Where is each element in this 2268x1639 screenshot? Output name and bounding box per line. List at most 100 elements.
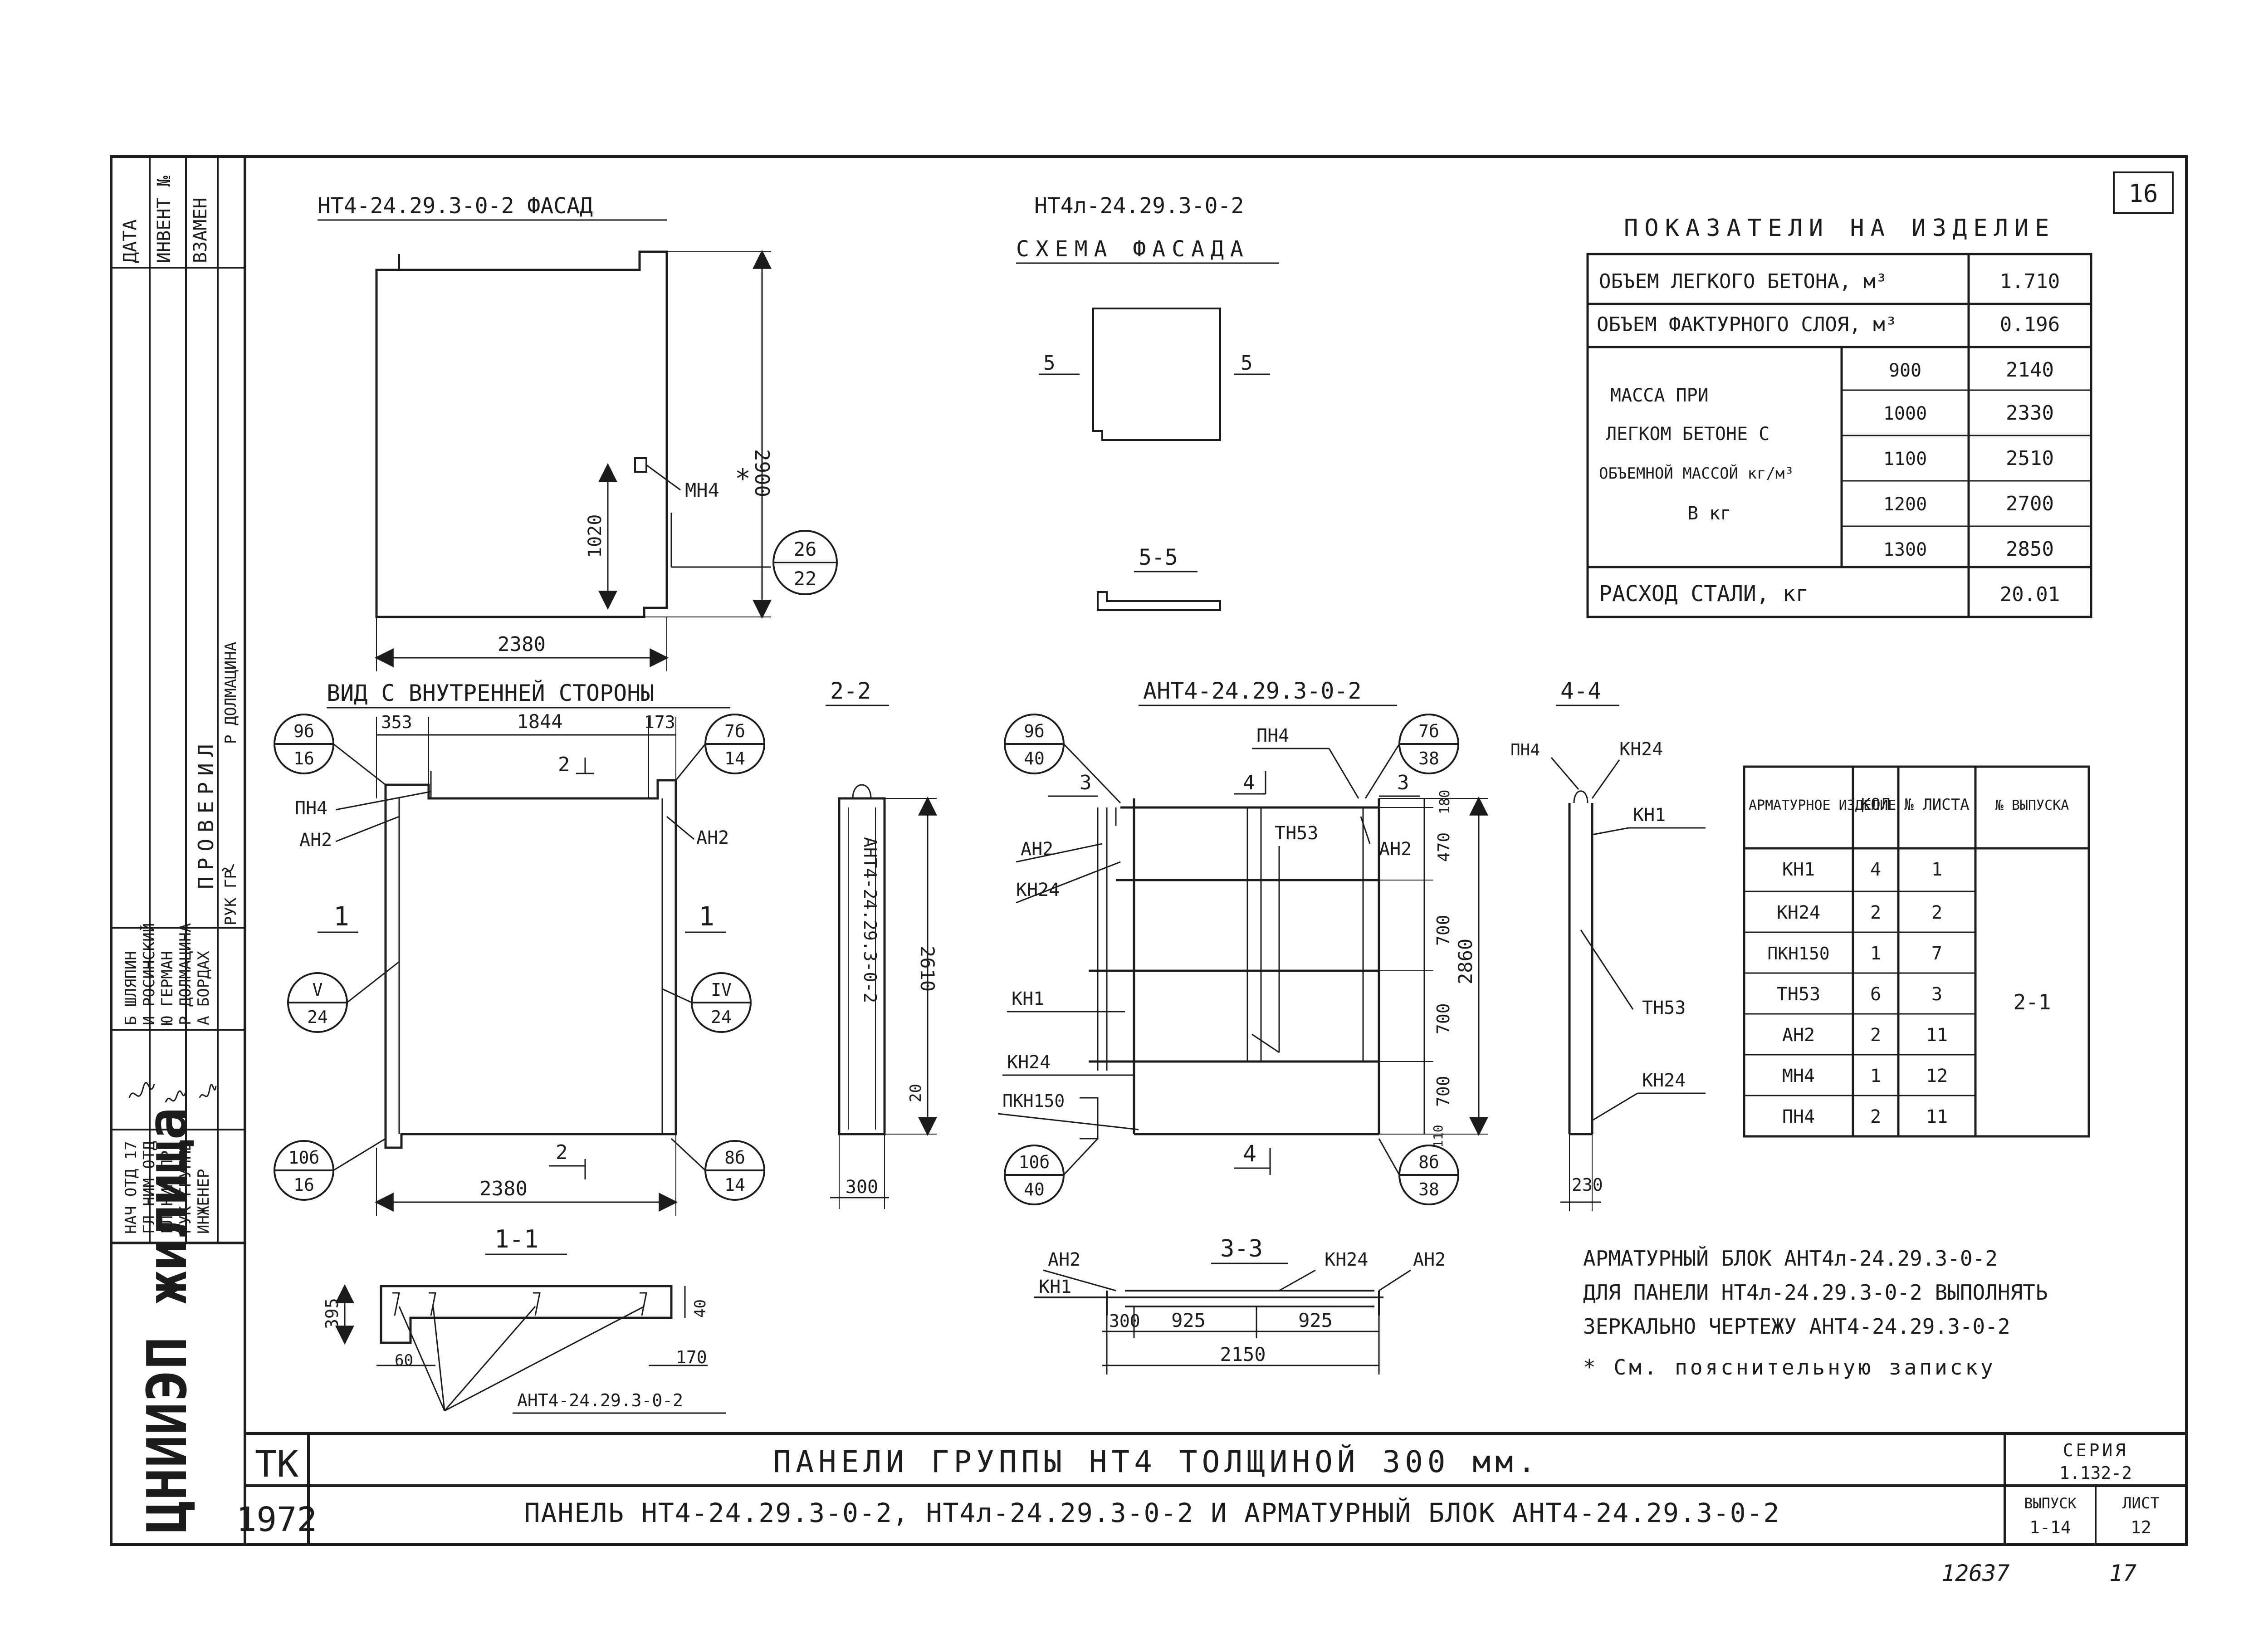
scheme-title-2: СХЕМА ФАСАДА <box>1016 236 1250 262</box>
role-3: ГЛ НИМ ПР <box>158 1150 176 1234</box>
note-line-1: АРМАТУРНЫЙ БЛОК АНТ4л-24.29.3-0-2 <box>1583 1246 1998 1271</box>
spec-issue: 2-1 <box>2013 990 2051 1014</box>
note-footnote: * См. пояснительную записку <box>1583 1355 1996 1380</box>
page-number-box: 16 <box>2113 171 2174 214</box>
title-line-1: ПАНЕЛИ ГРУППЫ НТ4 ТОЛЩИНОЙ 300 мм. <box>773 1444 1540 1479</box>
ind-volume-light-value: 1.710 <box>2000 270 2060 293</box>
rebar-callout-1-top: 9б <box>1024 721 1045 741</box>
sec11-title: 1-1 <box>494 1225 539 1253</box>
spec-item-3: ПКН150 <box>1767 944 1829 964</box>
ind-mass-2: 2330 <box>2006 401 2054 425</box>
ind-volume-face-label: ОБЪЕМ ФАКТУРНОГО СЛОЯ, м³ <box>1597 313 1897 336</box>
rebar-callout-4-bottom: 38 <box>1418 1179 1439 1199</box>
rebar-pkn150-label: ПКН150 <box>1002 1091 1065 1111</box>
sec11-dim-40: 40 <box>691 1299 709 1318</box>
section-2-2: 2-2 АНТ4-24.29.3-0-2 2610 20 300 <box>826 678 938 1209</box>
rebar-dim-470: 470 <box>1435 832 1453 862</box>
sec11-dim-60: 60 <box>395 1351 413 1370</box>
rebar-callout-3-top: 10б <box>1019 1152 1050 1172</box>
spec-table: АРМАТУРНОЕ ИЗДЕЛИЕ КОЛ № ЛИСТА № ВЫПУСКА… <box>1743 765 2090 1138</box>
facade-callout-top: 26 <box>794 538 817 560</box>
spec-item-6: МН4 <box>1782 1066 1815 1086</box>
inner-view-drawing: ВИД С ВНУТРЕННЕЙ СТОРОНЫ 353 1844 173 2 … <box>274 680 765 1216</box>
name-6: Р ДОЛМАЦИНА <box>222 642 240 744</box>
left-strip-headers: ДАТА ИНВЕНТ № ВЗАМЕН <box>120 176 211 263</box>
inner-dim-353: 353 <box>381 712 412 732</box>
ind-volume-light-label: ОБЪЕМ ЛЕГКОГО БЕТОНА, м³ <box>1599 270 1887 293</box>
sec44-kn24-top-label: КН24 <box>1619 739 1663 760</box>
spec-qty-7: 2 <box>1870 1106 1881 1127</box>
spec-sheet-3: 7 <box>1931 943 1942 964</box>
inner-callout-6-bottom: 14 <box>724 1175 745 1195</box>
spec-header-item: АРМАТУРНОЕ ИЗДЕЛИЕ <box>1749 797 1896 813</box>
rebar-callout-4-top: 8б <box>1418 1152 1439 1172</box>
role-1: НАЧ ОТД 17 <box>122 1141 140 1234</box>
spec-sheet-6: 12 <box>1926 1066 1948 1086</box>
scheme-sec-right: 5 <box>1241 352 1253 375</box>
ind-steel-label: РАСХОД СТАЛИ, кг <box>1599 581 1809 607</box>
inner-callout-6-top: 8б <box>724 1148 745 1168</box>
inner-an2-right-label: АН2 <box>696 827 729 848</box>
facade-drawing: НТ4-24.29.3-0-2 ФАСАД 2900 1020 МН4 * 26… <box>318 193 838 671</box>
signatures <box>128 864 235 1103</box>
role-2: ГЛ НИМ ОТД <box>140 1141 158 1234</box>
sec33-kn1: КН1 <box>1039 1277 1071 1297</box>
facade-height-dim: 2900 <box>750 449 773 497</box>
spec-qty-2: 2 <box>1870 902 1881 923</box>
rebar-callout-1-bottom: 40 <box>1024 749 1045 768</box>
sec44-tn53-label: ТН53 <box>1642 998 1686 1018</box>
facade-width-dim: 2380 <box>498 633 546 656</box>
notes: АРМАТУРНЫЙ БЛОК АНТ4л-24.29.3-0-2 ДЛЯ ПА… <box>1583 1246 2048 1380</box>
name-2: И РОСИНСКИЙ <box>140 923 158 1025</box>
spec-item-1: КН1 <box>1782 859 1815 880</box>
spec-item-5: АН2 <box>1782 1025 1815 1046</box>
sec44-title: 4-4 <box>1560 678 1601 704</box>
sec33-kn24: КН24 <box>1325 1249 1368 1270</box>
inner-pn4-label: ПН4 <box>295 798 327 819</box>
name-1: Б ШЛЯПИН <box>122 951 140 1025</box>
sec22-dim-2610: 2610 <box>916 946 938 992</box>
sec22-vertical-label: АНТ4-24.29.3-0-2 <box>860 837 880 1003</box>
ind-density-5: 1300 <box>1883 539 1927 560</box>
rebar-kn24-top-label: КН24 <box>1016 880 1060 900</box>
note-line-3: ЗЕРКАЛЬНО ЧЕРТЕЖУ АНТ4-24.29.3-0-2 <box>1583 1314 2010 1339</box>
rebar-sec4-bottom: 4 <box>1243 1140 1256 1167</box>
rebar-dim-700-2: 700 <box>1433 1003 1453 1034</box>
spec-sheet-4: 3 <box>1931 984 1942 1005</box>
verified-label: ПРОВЕРИЛ <box>194 738 218 889</box>
sec11-dim-170: 170 <box>676 1347 707 1367</box>
inner-callout-2-top: 7б <box>724 721 745 741</box>
inner-sec1-left: 1 <box>333 901 349 932</box>
rebar-an2-left-label: АН2 <box>1021 839 1053 860</box>
indicators-title: ПОКАЗАТЕЛИ НА ИЗДЕЛИЕ <box>1624 215 2055 242</box>
approval-block: ПРОВЕРИЛ НАЧ ОТД 17 ГЛ НИМ ОТД ГЛ НИМ ПР… <box>122 642 240 1234</box>
name-3: Ю ГЕРМАН <box>158 951 176 1025</box>
rebar-sec3-left: 3 <box>1080 771 1092 794</box>
issue-label: ВЫПУСК <box>2024 1495 2077 1512</box>
sheet-label: ЛИСТ <box>2122 1494 2160 1512</box>
inner-callout-4-bottom: 24 <box>711 1007 732 1027</box>
rebar-dim-700-3: 700 <box>1433 1076 1453 1107</box>
inner-callout-1-bottom: 16 <box>293 749 314 768</box>
sec33-dim-300: 300 <box>1109 1311 1140 1331</box>
spec-sheet-7: 11 <box>1926 1106 1948 1127</box>
spec-header-issue: № ВЫПУСКА <box>1995 797 2069 813</box>
rebar-callout-2-top: 7б <box>1418 721 1439 741</box>
left-strip <box>111 157 245 1243</box>
series-label: СЕРИЯ <box>2063 1440 2128 1460</box>
ind-mass-3: 2510 <box>2006 447 2054 470</box>
ind-mass-label-1: МАССА ПРИ <box>1610 385 1709 406</box>
inner-callout-1-top: 9б <box>293 721 314 741</box>
ind-mass-1: 2140 <box>2006 358 2054 382</box>
name-4: Р ДОЛМАЦИНА <box>176 923 195 1025</box>
section-1-1: 1-1 395 40 60 170 АНТ4-24.29.3-0-2 <box>322 1225 726 1414</box>
sec33-title: 3-3 <box>1220 1235 1263 1262</box>
spec-header-qty: КОЛ <box>1861 795 1890 814</box>
spec-item-7: ПН4 <box>1782 1106 1815 1127</box>
facade-title: НТ4-24.29.3-0-2 ФАСАД <box>318 193 593 219</box>
rebar-sec3-right: 3 <box>1397 771 1409 794</box>
sec22-dim-300: 300 <box>846 1177 878 1198</box>
ind-mass-4: 2700 <box>2006 492 2054 515</box>
rebar-sec4-top: 4 <box>1243 771 1255 794</box>
ind-density-4: 1200 <box>1883 494 1927 515</box>
